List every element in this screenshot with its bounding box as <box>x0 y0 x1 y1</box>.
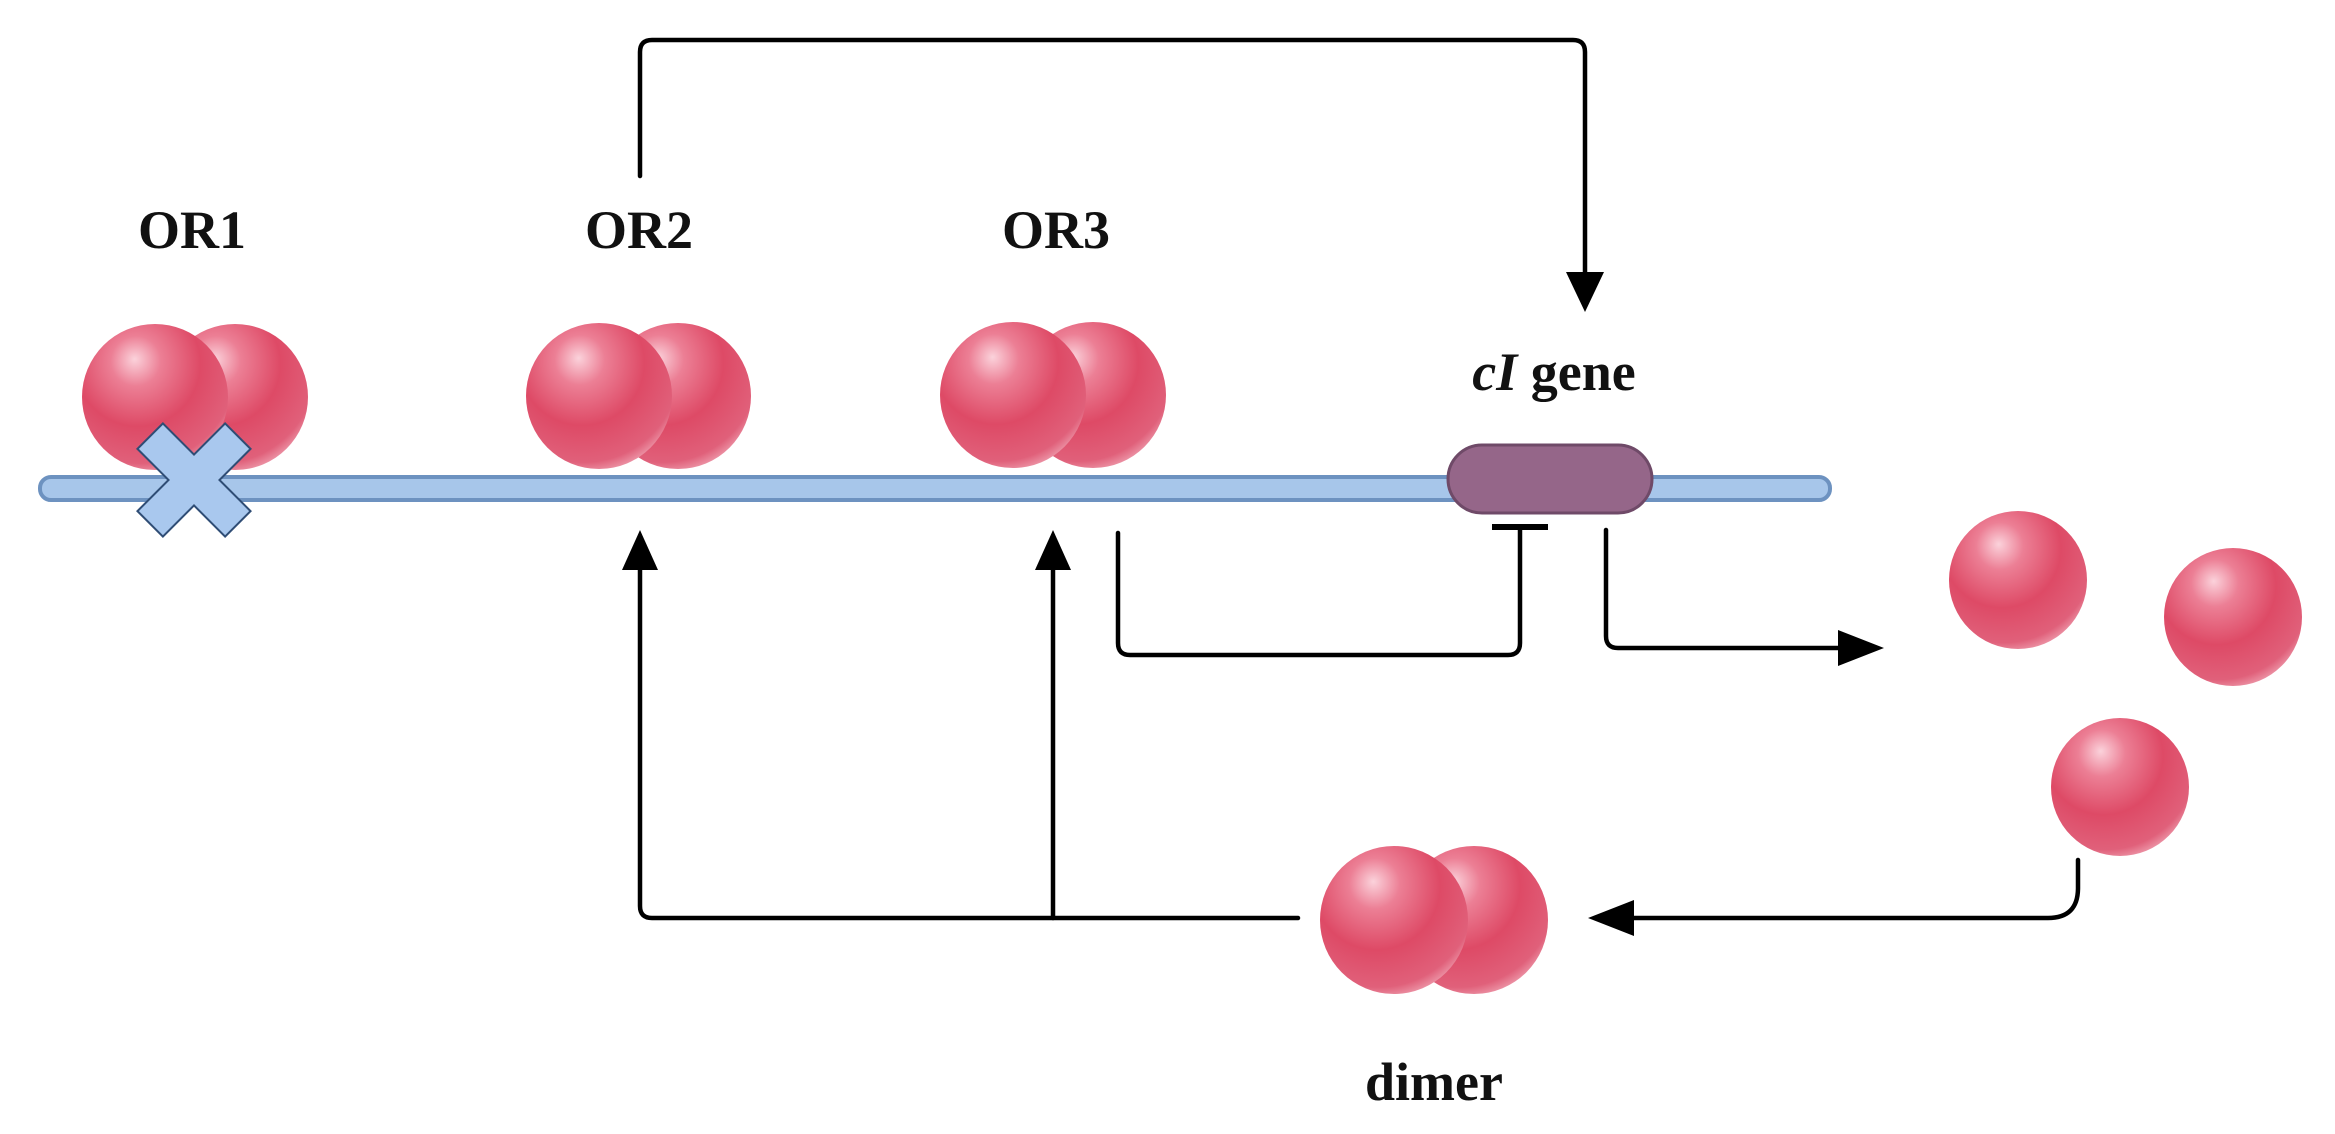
dna-strand <box>38 475 1832 502</box>
monomer-to-dimer-arrow <box>1622 857 2081 921</box>
x-mark-icon <box>136 422 252 538</box>
or3-bound-dimer <box>940 322 1166 468</box>
or2-bound-dimer <box>526 323 751 469</box>
free-dimer <box>1320 846 1548 994</box>
protein-sphere-icon <box>526 323 672 469</box>
or3-repression-line <box>1115 524 1523 658</box>
or2-to-gene-arrowhead <box>1566 272 1604 312</box>
protein-sphere-icon <box>82 324 228 470</box>
free-monomer <box>1949 511 2087 649</box>
protein-sphere-icon <box>940 322 1086 468</box>
or2-label: OR2 <box>585 200 693 260</box>
ci-gene-label-italic: cI <box>1472 342 1519 402</box>
or2-to-gene-arrow <box>637 37 1588 285</box>
protein-sphere-icon <box>1320 846 1468 994</box>
dimer-label: dimer <box>1365 1052 1503 1112</box>
monomer-to-dimer-arrowhead <box>1588 900 1634 936</box>
free-monomer <box>2164 548 2302 686</box>
gene-expression-arrowhead <box>1838 630 1884 666</box>
or1-label: OR1 <box>138 200 246 260</box>
or1-bound-dimer <box>82 324 308 470</box>
or3-label: OR3 <box>1002 200 1110 260</box>
dimer-to-or2-arrow <box>637 565 1301 921</box>
free-monomer <box>2051 718 2189 856</box>
dimer-to-or2-arrowhead <box>622 530 658 570</box>
gene-expression-arrow <box>1603 527 1848 651</box>
ci-gene-block <box>1446 443 1654 515</box>
ci-gene-label-rest: gene <box>1517 342 1635 402</box>
ci-gene-label: cI gene <box>1472 342 1635 402</box>
dimer-to-or3-arrowhead <box>1035 530 1071 570</box>
